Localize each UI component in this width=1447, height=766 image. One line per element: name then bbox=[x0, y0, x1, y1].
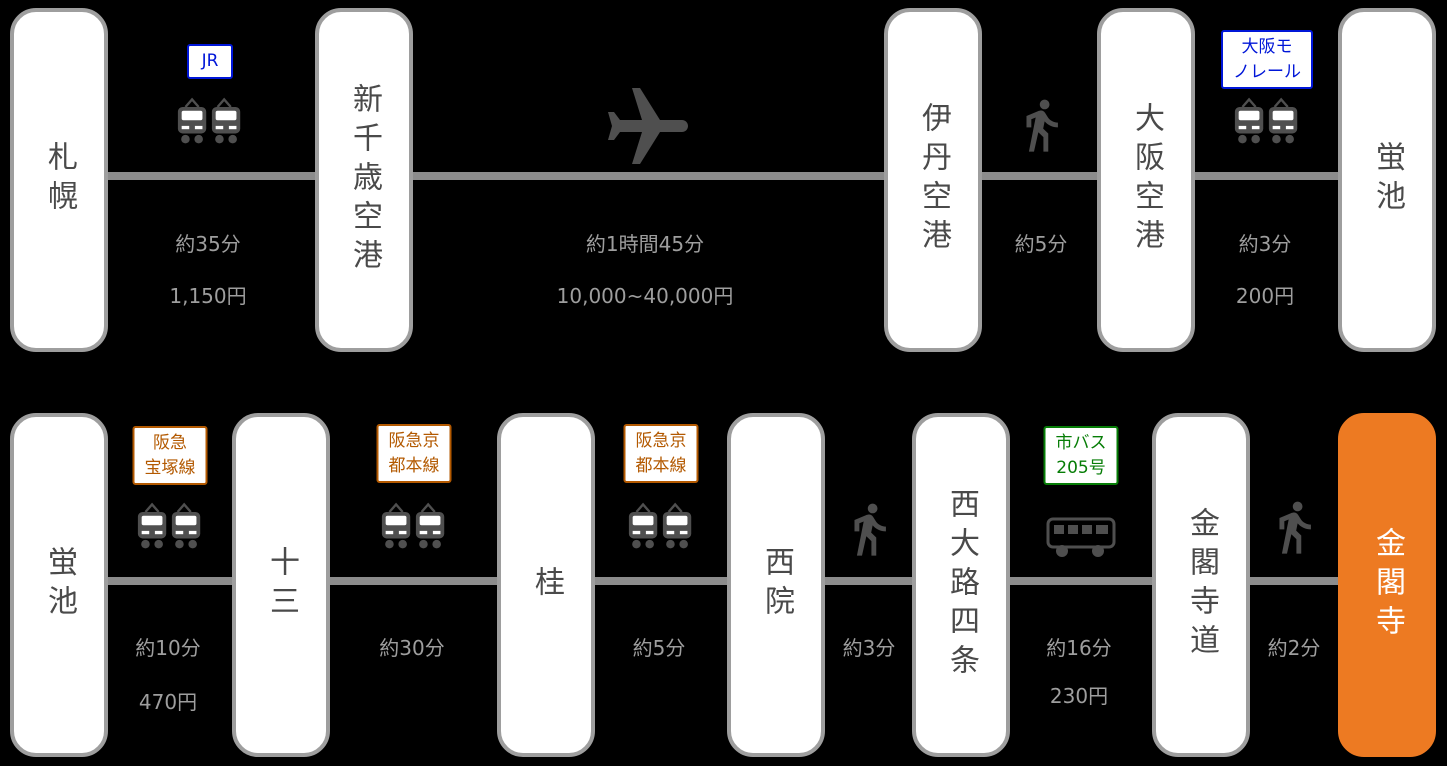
station-name: 桂 bbox=[529, 565, 564, 605]
station-itami-airport: 伊丹空港 bbox=[884, 8, 982, 352]
station-nishioji-shijo: 西大路四条 bbox=[912, 413, 1010, 757]
train-icon bbox=[380, 502, 448, 556]
fare-label: 10,000~40,000円 bbox=[556, 284, 734, 308]
duration-label: 約5分 bbox=[1014, 232, 1068, 256]
station-hotarugaike: 蛍池 bbox=[1338, 8, 1436, 352]
station-name: 金閣寺 bbox=[1370, 526, 1405, 644]
line-badge-jr: JR bbox=[187, 44, 233, 79]
bus-icon bbox=[1045, 514, 1117, 560]
station-shin-chitose-airport: 新千歳空港 bbox=[315, 8, 413, 352]
train-icon bbox=[136, 502, 204, 556]
station-osaka-airport: 大阪空港 bbox=[1097, 8, 1195, 352]
train-icon bbox=[176, 97, 244, 151]
airplane-icon bbox=[600, 80, 696, 176]
line-badge-city-bus-205: 市バス 205号 bbox=[1043, 426, 1119, 486]
station-name: 金閣寺道 bbox=[1184, 507, 1219, 663]
station-name: 蛍池 bbox=[42, 546, 77, 624]
station-kinkakuji-destination: 金閣寺 bbox=[1338, 413, 1436, 757]
line-badge-hankyu-kyoto: 阪急京 都本線 bbox=[623, 424, 699, 484]
station-saiin: 西院 bbox=[727, 413, 825, 757]
duration-label: 約2分 bbox=[1267, 636, 1321, 660]
route-line-row1 bbox=[59, 172, 1387, 180]
station-name: 伊丹空港 bbox=[916, 102, 951, 258]
duration-label: 約35分 bbox=[175, 232, 241, 256]
station-name: 十三 bbox=[264, 546, 299, 624]
station-katsura: 桂 bbox=[497, 413, 595, 757]
walking-person-icon bbox=[1012, 92, 1070, 158]
duration-label: 約3分 bbox=[842, 636, 896, 660]
train-icon bbox=[1233, 97, 1301, 151]
station-sapporo: 札幌 bbox=[10, 8, 108, 352]
fare-label: 230円 bbox=[1049, 684, 1109, 708]
station-name: 西大路四条 bbox=[944, 487, 979, 683]
station-name: 札幌 bbox=[42, 141, 77, 219]
duration-label: 約1時間45分 bbox=[585, 232, 705, 256]
walking-person-icon bbox=[1265, 494, 1323, 560]
station-name: 新千歳空港 bbox=[347, 82, 382, 278]
route-line-row2 bbox=[59, 577, 1387, 585]
station-juso: 十三 bbox=[232, 413, 330, 757]
duration-label: 約10分 bbox=[135, 636, 201, 660]
fare-label: 1,150円 bbox=[169, 284, 247, 308]
station-kinkakuji-michi: 金閣寺道 bbox=[1152, 413, 1250, 757]
duration-label: 約3分 bbox=[1238, 232, 1292, 256]
duration-label: 約30分 bbox=[379, 636, 445, 660]
fare-label: 470円 bbox=[138, 690, 198, 714]
duration-label: 約16分 bbox=[1046, 636, 1112, 660]
train-icon bbox=[627, 502, 695, 556]
station-hotarugaike-2: 蛍池 bbox=[10, 413, 108, 757]
walking-person-icon bbox=[840, 496, 898, 562]
station-name: 西院 bbox=[759, 546, 794, 624]
duration-label: 約5分 bbox=[632, 636, 686, 660]
fare-label: 200円 bbox=[1235, 284, 1295, 308]
station-name: 蛍池 bbox=[1370, 141, 1405, 219]
line-badge-hankyu-kyoto: 阪急京 都本線 bbox=[376, 424, 452, 484]
line-badge-hankyu-takarazuka: 阪急 宝塚線 bbox=[132, 426, 208, 486]
station-name: 大阪空港 bbox=[1129, 102, 1164, 258]
line-badge-osaka-monorail: 大阪モ ノレール bbox=[1221, 30, 1313, 90]
